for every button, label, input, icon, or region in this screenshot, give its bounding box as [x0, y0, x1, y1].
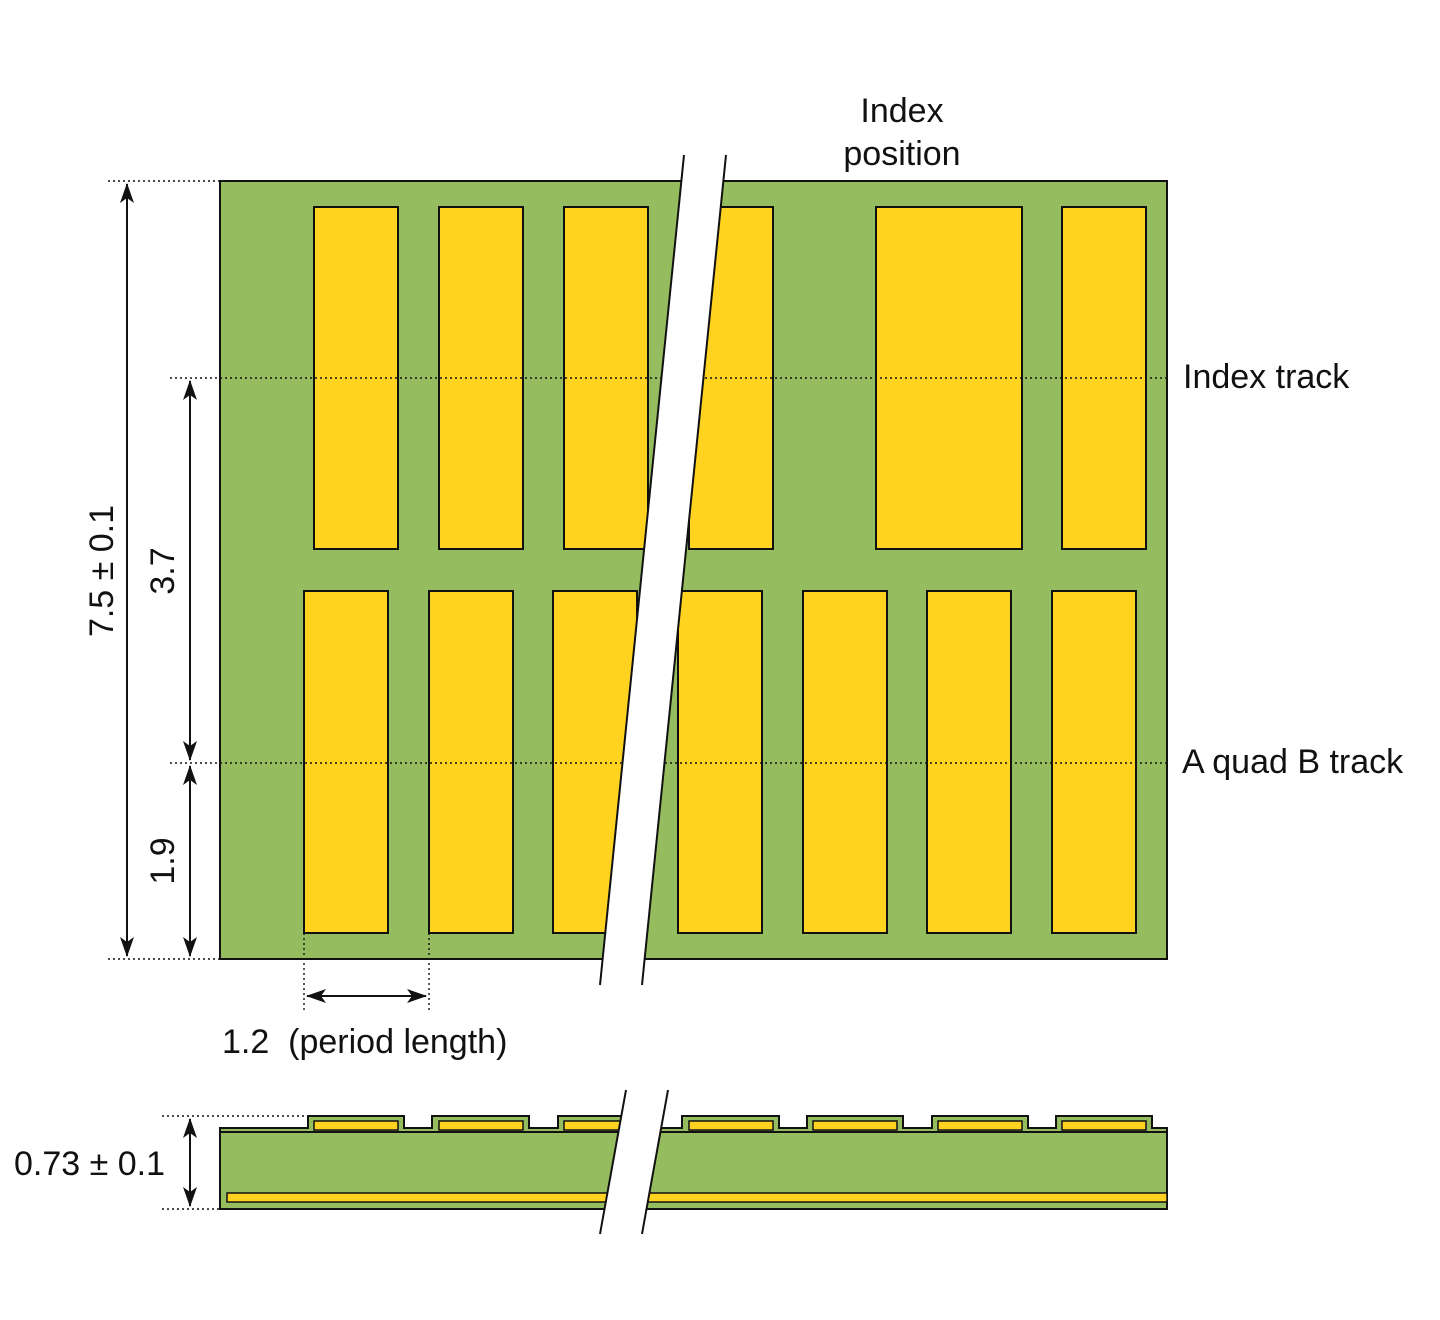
period-label: 1.2 (period length) [222, 1023, 507, 1061]
section-pad [688, 1120, 774, 1131]
index-track-label: Index track [1183, 358, 1350, 396]
aquadb-pad [1051, 590, 1137, 934]
break-line [599, 1089, 627, 1235]
overall-height-label: 7.5 ± 0.1 [83, 505, 121, 637]
index-position-label-line2: position [843, 135, 960, 173]
bottom-gold-layer [226, 1192, 1168, 1203]
index-pad [1061, 206, 1147, 550]
thickness-label: 0.73 ± 0.1 [14, 1145, 165, 1183]
break-line [641, 154, 727, 986]
aquadb-pad [677, 590, 763, 934]
cross-section [219, 1089, 1168, 1235]
aquadb-pad [428, 590, 514, 934]
cross-section-pads [313, 1120, 1147, 1131]
aquadb-pad [802, 590, 888, 934]
aquadb-offset-label: 1.9 [144, 837, 182, 884]
aquadb-track-pads [303, 590, 1137, 934]
section-pad [438, 1120, 524, 1131]
break-line [641, 1089, 669, 1235]
section-pad [937, 1120, 1023, 1131]
section-pad [313, 1120, 399, 1131]
break-line [599, 154, 685, 986]
break-gap-section [600, 1090, 668, 1234]
index-offset-label: 3.7 [144, 547, 182, 594]
aquadb-pad [926, 590, 1012, 934]
section-pad [812, 1120, 898, 1131]
aquadb-track-label: A quad B track [1182, 743, 1404, 781]
index-position-label-line1: Index [860, 92, 943, 130]
aquadb-pad [303, 590, 389, 934]
break-gap-top [600, 155, 726, 985]
section-pad [1061, 1120, 1147, 1131]
